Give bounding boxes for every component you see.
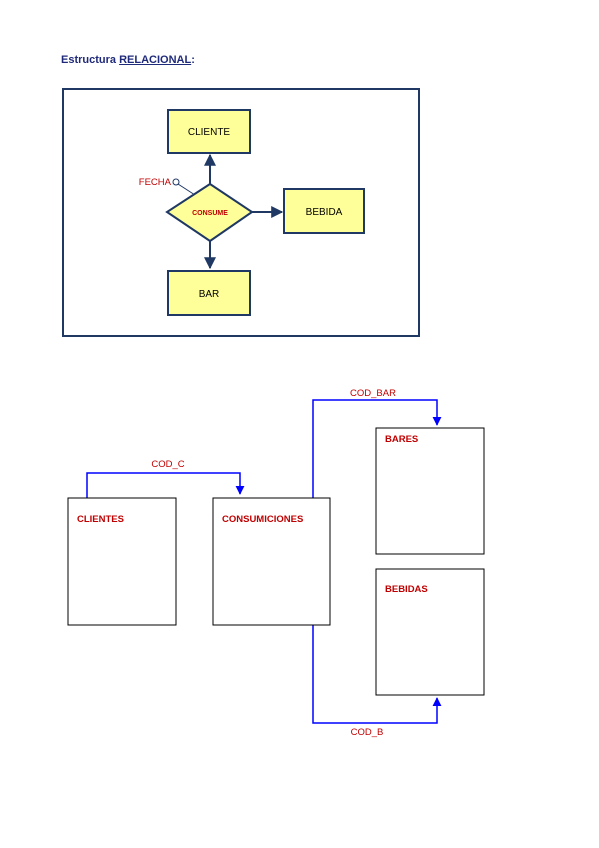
table-clientes [67,497,177,626]
title-prefix: Estructura [61,54,120,66]
table-consumiciones-label: CONSUMICIONES [222,514,303,525]
connector-cod-c [86,472,245,498]
table-clientes-label: CLIENTES [77,514,124,525]
key-label-cod-c: COD_C [151,459,184,470]
key-label-cod-bar: COD_BAR [350,388,396,399]
entity-bebida-label: BEBIDA [306,207,343,218]
relationship-consume [165,182,254,243]
entity-bar [167,270,251,316]
page-title: Estructura RELACIONAL: [61,54,195,66]
connector-cod-bar [312,399,442,498]
connector-cod-b [312,625,442,724]
table-consumiciones [212,497,331,626]
title-suffix: : [191,54,195,66]
entity-cliente [167,109,251,154]
relationship-consume-label: CONSUME [192,210,228,217]
entity-cliente-label: CLIENTE [188,127,231,138]
attribute-fecha-marker [172,178,180,186]
er-diagram: CLIENTE BEBIDA BAR CONSUME FECHA [62,88,420,337]
table-bebidas-label: BEBIDAS [385,584,428,595]
entity-bar-label: BAR [199,289,220,300]
attribute-fecha-label: FECHA [139,177,172,188]
table-bares [375,427,485,555]
entity-bebida [283,188,365,234]
table-bebidas [375,568,485,696]
relational-diagram: COD_C COD_BAR COD_B CLIENTES CONSUMICION… [67,388,485,738]
key-label-cod-b: COD_B [351,727,384,738]
title-highlight: RELACIONAL [119,54,192,66]
connector-fecha-attribute [177,183,196,196]
table-bares-label: BARES [385,434,418,445]
